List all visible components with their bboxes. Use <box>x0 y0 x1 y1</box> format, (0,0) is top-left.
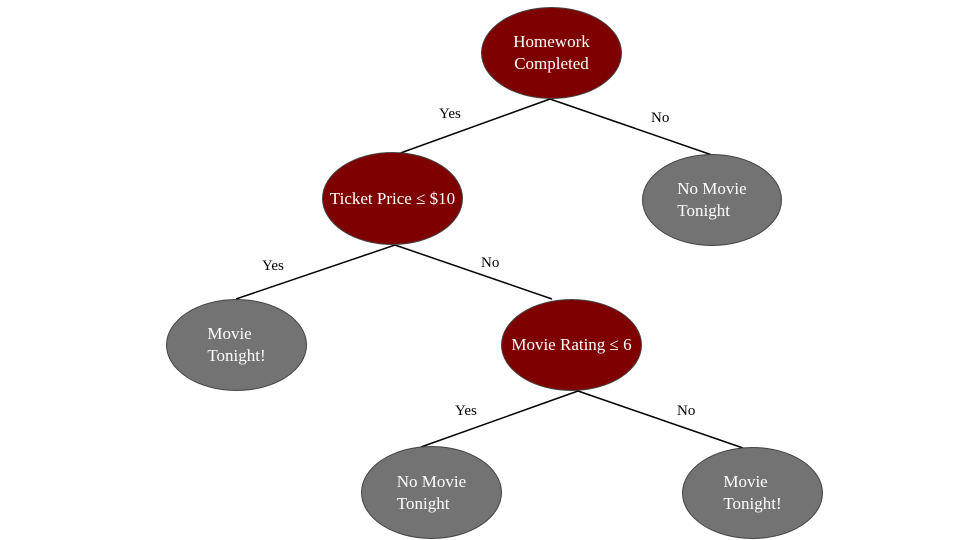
node-movie-left-line2: Tonight! <box>207 346 266 365</box>
edge-homework-yes <box>394 98 551 156</box>
edge-label-homework-yes: Yes <box>439 106 461 122</box>
edge-label-rating-no: No <box>677 403 696 419</box>
edge-label-homework-no: No <box>651 110 670 126</box>
node-movie-tonight-right: Movie Tonight! <box>682 447 823 539</box>
node-movie-rating: Movie Rating ≤ 6 <box>501 299 642 391</box>
node-no-movie-top-line2: Tonight <box>677 201 730 220</box>
node-no-movie-tonight-bottom: No Movie Tonight <box>361 446 502 539</box>
node-no-movie-top-line1: No Movie <box>677 179 747 198</box>
node-no-movie-tonight-top: No Movie Tonight <box>642 154 782 246</box>
edge-ticket-yes <box>235 244 396 300</box>
edge-rating-no <box>577 390 744 449</box>
node-no-movie-bottom-line2: Tonight <box>396 493 450 513</box>
edge-label-rating-yes: Yes <box>455 403 477 419</box>
node-movie-right-line1: Movie <box>723 472 768 491</box>
node-movie-tonight-left: Movie Tonight! <box>166 299 307 391</box>
edge-label-ticket-yes: Yes <box>262 258 284 274</box>
edge-homework-no <box>549 98 713 156</box>
node-movie-rating-label: Movie Rating ≤ 6 <box>511 335 632 354</box>
node-movie-left-line1: Movie <box>207 324 252 343</box>
node-no-movie-bottom-line1: No Movie <box>396 471 467 491</box>
node-movie-right-line2: Tonight! <box>723 494 782 513</box>
node-ticket-price-label: Ticket Price ≤ $10 <box>329 188 456 208</box>
node-homework-completed: Homework Completed <box>481 7 622 99</box>
edge-rating-yes <box>420 390 579 448</box>
node-ticket-price: Ticket Price ≤ $10 <box>322 152 463 245</box>
node-homework-line1: Homework <box>513 32 590 51</box>
edge-ticket-no <box>394 244 553 300</box>
node-homework-line2: Completed <box>514 54 589 73</box>
edge-label-ticket-no: No <box>481 255 500 271</box>
